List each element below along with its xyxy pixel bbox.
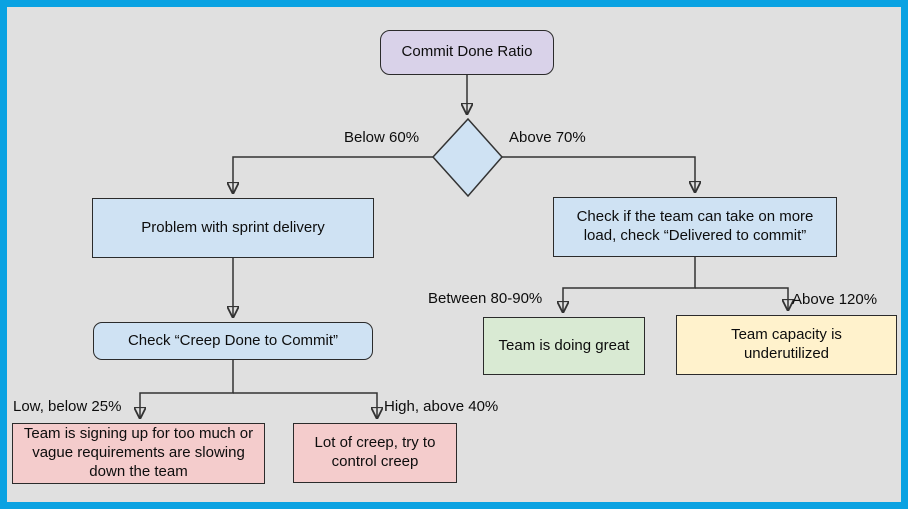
edge-label-low-below-25: Low, below 25% <box>13 398 122 415</box>
edge-above-120 <box>695 287 788 310</box>
edge-high-above-40 <box>233 392 377 418</box>
edge-above-70 <box>502 156 695 192</box>
decision-diamond <box>431 117 504 198</box>
edge-label-below-60: Below 60% <box>344 129 420 146</box>
node-problem-sprint-delivery: Problem with sprint delivery <box>92 198 374 258</box>
node-team-capacity-underutilized: Team capacity is underutilized <box>676 315 897 375</box>
node-check-take-more-load: Check if the team can take on more load,… <box>553 197 837 257</box>
node-check-creep-done-to-commit: Check “Creep Done to Commit” <box>93 322 373 360</box>
edge-label-between-80-90: Between 80-90% <box>428 290 543 307</box>
edge-below-60 <box>233 156 433 193</box>
node-team-doing-great: Team is doing great <box>483 317 645 375</box>
node-commit-done-ratio: Commit Done Ratio <box>380 30 554 75</box>
edge-label-above-120: Above 120% <box>792 291 878 308</box>
edge-label-high-above-40: High, above 40% <box>384 398 499 415</box>
edge-label-above-70: Above 70% <box>509 129 586 146</box>
node-lot-of-creep: Lot of creep, try to control creep <box>293 423 457 483</box>
edge-low-below-25 <box>140 360 234 418</box>
edge-between-80-90 <box>563 257 696 312</box>
node-signing-up-too-much: Team is signing up for too much or vague… <box>12 423 265 484</box>
